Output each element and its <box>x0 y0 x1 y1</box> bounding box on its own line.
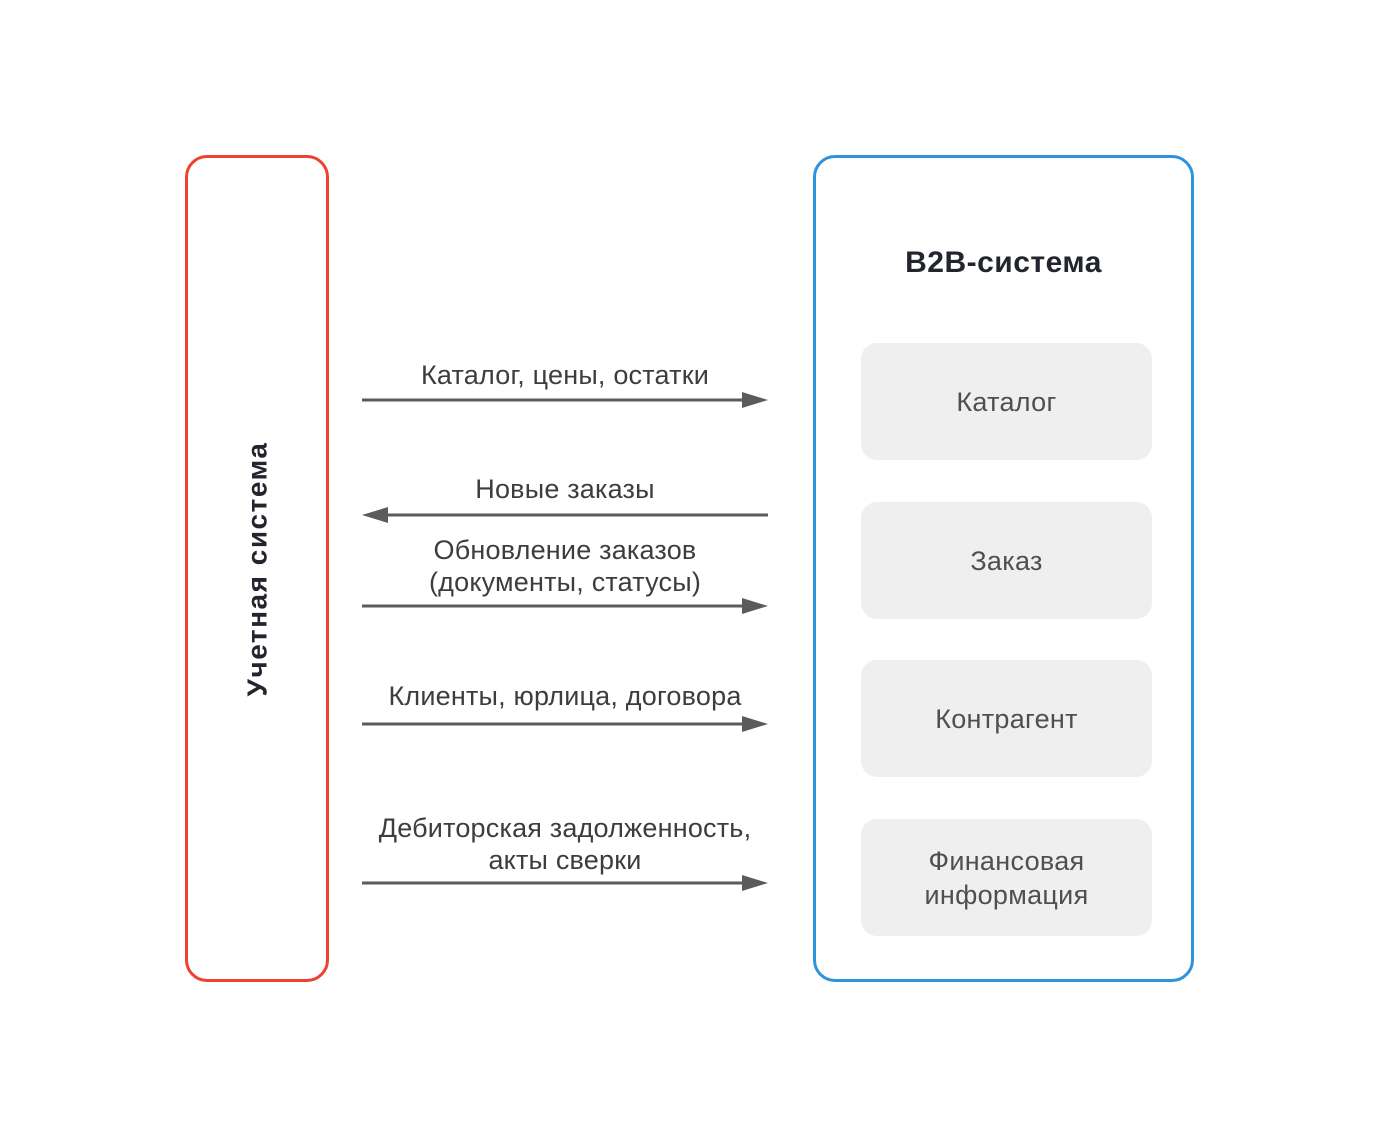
module-financial-info: Финансовая информация <box>861 819 1152 936</box>
flow-new-orders: Новые заказы <box>362 473 768 523</box>
module-label: Заказ <box>970 545 1043 576</box>
accounting-system-title: Учетная система <box>241 441 273 696</box>
flow-label: Клиенты, юрлица, договора <box>388 681 742 711</box>
arrow-right-icon <box>362 716 768 732</box>
flow-catalog-prices-stocks: Каталог, цены, остатки <box>362 359 768 408</box>
arrow-right-icon <box>362 392 768 408</box>
flow-clients-entities-contracts: Клиенты, юрлица, договора <box>362 680 768 732</box>
module-counterparty: Контрагент <box>861 660 1152 777</box>
b2b-system-box: B2B-система Каталог Заказ Контрагент Фин… <box>813 155 1194 982</box>
flow-label: Новые заказы <box>475 474 655 504</box>
arrow-right-icon <box>362 598 768 614</box>
module-order: Заказ <box>861 502 1152 619</box>
accounting-system-box: Учетная система <box>185 155 329 982</box>
arrow-right-icon <box>362 875 768 891</box>
flow-label: Каталог, цены, остатки <box>420 360 710 390</box>
module-label: Финансовая информация <box>924 845 1089 910</box>
module-label: Каталог <box>956 386 1057 417</box>
flow-receivables-reconciliation: Дебиторская задолженность, акты сверки <box>362 812 768 891</box>
flow-label: Обновление заказов (документы, статусы) <box>428 535 702 597</box>
module-catalog: Каталог <box>861 343 1152 460</box>
flow-order-updates: Обновление заказов (документы, статусы) <box>362 534 768 614</box>
accounting-system-title-wrap: Учетная система <box>188 158 326 979</box>
module-label: Контрагент <box>935 703 1078 734</box>
arrow-left-icon <box>362 507 768 523</box>
b2b-system-title: B2B-система <box>905 246 1102 279</box>
flow-label: Дебиторская задолженность, акты сверки <box>378 813 752 875</box>
